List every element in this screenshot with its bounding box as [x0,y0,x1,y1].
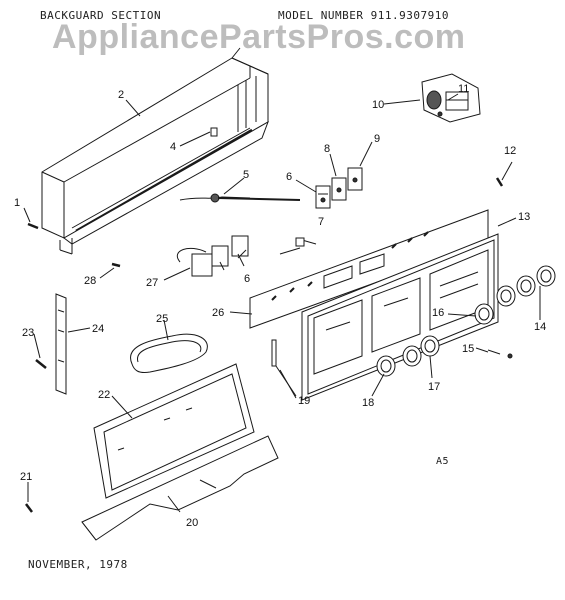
svg-text:16: 16 [432,307,444,319]
backguard-shell [42,58,268,254]
svg-text:15: 15 [462,343,474,355]
svg-text:12: 12 [504,145,516,157]
screw-part-1 [28,224,38,228]
svg-text:23: 23 [22,327,34,339]
lower-shield-part-20 [82,436,278,540]
svg-text:21: 21 [20,471,32,483]
footer-date: NOVEMBER, 1978 [28,558,128,571]
screw-part-15 [488,350,512,358]
infinite-switch-part-27 [177,236,248,276]
support-strip-part-24 [56,294,66,394]
svg-text:17: 17 [428,381,440,393]
svg-text:27: 27 [146,277,158,289]
svg-text:13: 13 [518,211,530,223]
svg-text:22: 22 [98,389,110,401]
svg-text:7: 7 [318,216,324,228]
back-panel-part-22 [94,364,254,498]
svg-text:19: 19 [298,395,310,407]
svg-text:9: 9 [374,133,380,145]
svg-text:4: 4 [170,141,176,153]
switch-part-8 [332,178,346,200]
svg-text:28: 28 [84,275,96,287]
model-number: MODEL NUMBER 911.9307910 [278,9,449,22]
watermark: AppliancePartsPros.com [52,18,466,56]
svg-text:11: 11 [458,83,469,95]
knob-part-18 [377,356,395,376]
svg-text:6: 6 [244,273,250,285]
screw-part-23 [36,360,46,368]
svg-text:14: 14 [534,321,546,333]
screw-part-28 [112,264,120,266]
terminal-part-7 [280,238,316,254]
callout-labels: 1 2 4 5 6 6 7 8 9 10 11 12 13 14 15 16 1… [14,83,546,529]
clip-part-4 [211,128,217,136]
svg-text:6: 6 [286,171,292,183]
svg-text:2: 2 [118,89,124,101]
screw-part-12 [497,178,502,186]
page-code: A5 [436,456,450,467]
leader-lines [24,48,540,512]
bracket-part-19 [272,340,296,396]
knob-part-16 [475,304,493,324]
switch-part-9 [348,168,362,190]
svg-text:24: 24 [92,323,104,335]
svg-text:25: 25 [156,313,168,325]
front-panel-part-13 [302,234,498,400]
screw-part-21 [26,504,32,512]
svg-text:20: 20 [186,517,198,529]
knob-part-14 [497,266,555,306]
switch-part-6 [316,186,330,208]
svg-text:1: 1 [14,197,20,209]
svg-text:5: 5 [243,169,249,181]
section-title: BACKGUARD SECTION [40,9,162,22]
svg-text:10: 10 [372,99,384,111]
svg-text:8: 8 [324,143,330,155]
wire-harness-part-25 [131,334,208,372]
svg-text:26: 26 [212,307,224,319]
wire-part-5 [180,197,250,200]
svg-text:18: 18 [362,397,374,409]
